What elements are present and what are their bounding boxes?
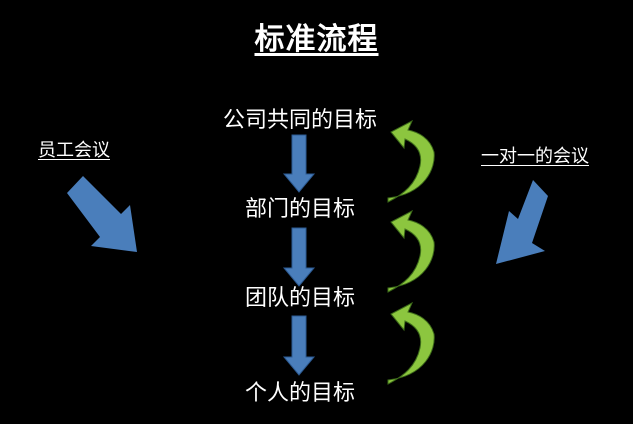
side-label-right: 一对一的会议 (481, 146, 589, 167)
down-arrow-icon (282, 227, 316, 287)
page-title: 标准流程 (254, 22, 379, 57)
curved-up-arrow-icon (387, 301, 435, 385)
down-arrow-icon (282, 315, 316, 376)
side-label-left: 员工会议 (38, 140, 110, 161)
level-department: 部门的目标 (244, 197, 355, 222)
diagonal-arrow-right-icon (496, 180, 548, 264)
curved-up-arrow-icon (387, 119, 435, 203)
curved-up-arrow-icon (387, 209, 435, 293)
diagonal-arrow-left-icon (67, 176, 137, 252)
level-individual: 个人的目标 (244, 381, 355, 406)
down-arrow-icon (282, 134, 316, 193)
level-team: 团队的目标 (244, 286, 355, 311)
level-company: 公司共同的目标 (222, 108, 377, 133)
